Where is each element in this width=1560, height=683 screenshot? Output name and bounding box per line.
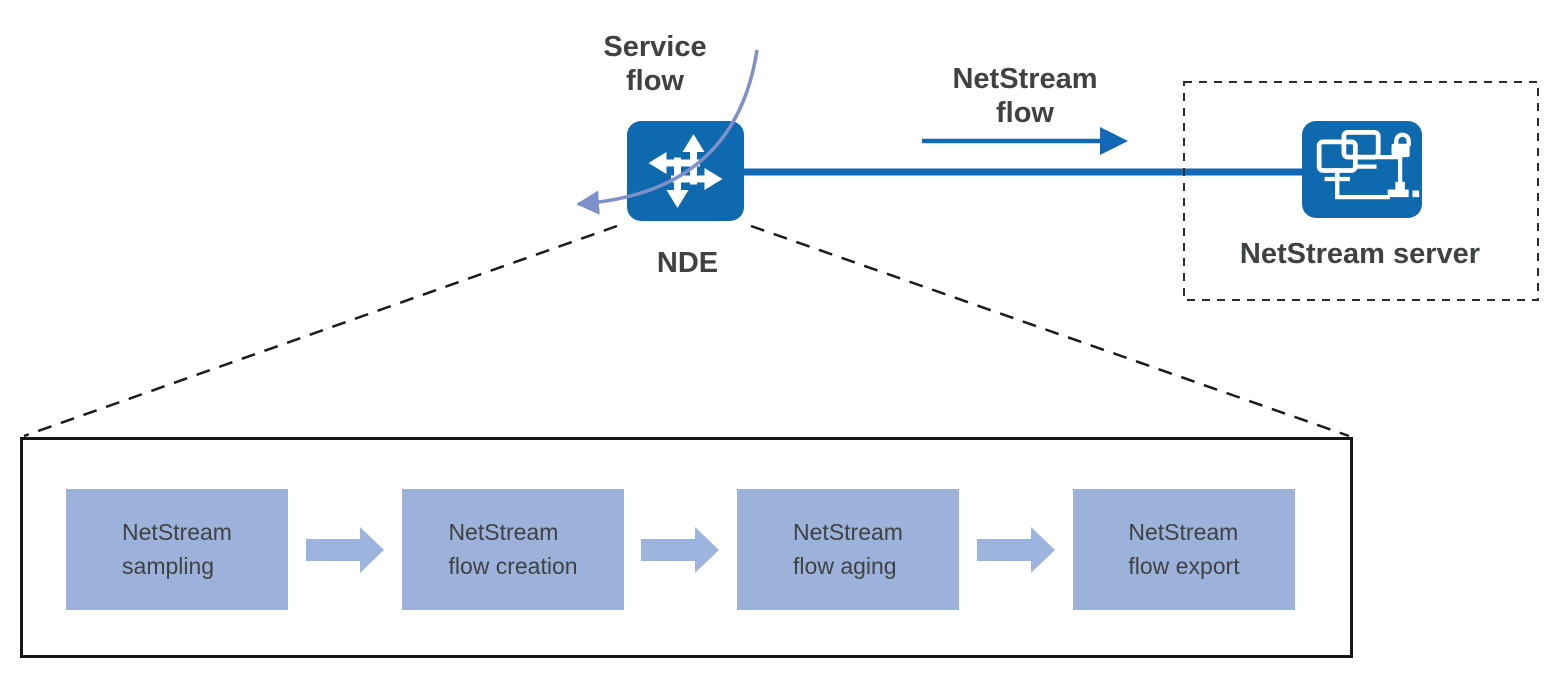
- step-label-line1: NetStream: [448, 519, 559, 546]
- switch-icon-glyph: [648, 134, 723, 208]
- expansion-dashed-line-left: [23, 224, 618, 438]
- netstream-server-icon: [1302, 121, 1422, 218]
- step-arrow-icon: [306, 527, 384, 573]
- netstream-flow-label-line1: NetStream: [952, 63, 1098, 95]
- step-label-line2: flow aging: [793, 552, 897, 579]
- service-flow-label-line1: Service: [603, 31, 707, 63]
- step-label-line1: NetStream: [1128, 519, 1239, 546]
- netstream-flow-label-line2: flow: [996, 97, 1054, 130]
- step-label-line1: NetStream: [793, 519, 903, 546]
- step-arrow-icon: [641, 527, 719, 573]
- step-label-line2: sampling: [122, 552, 215, 579]
- service-flow-label: Service flow: [575, 30, 735, 98]
- service-flow-label-line2: flow: [626, 65, 684, 98]
- switch-icon: [627, 121, 744, 221]
- pipeline-step-flow-export: NetStream flow export: [1073, 489, 1295, 610]
- step-arrow-icon: [977, 527, 1055, 573]
- netstream-server-icon-glyph: [1316, 129, 1420, 200]
- pipeline-step-sampling: NetStream sampling: [66, 489, 288, 610]
- netstream-flow-arrowhead-icon: [1100, 127, 1128, 155]
- pipeline-step-flow-aging: NetStream flow aging: [737, 489, 959, 610]
- netstream-server-label: NetStream server: [1239, 238, 1481, 270]
- nde-label: NDE: [656, 247, 719, 279]
- step-label-line1: NetStream: [122, 519, 232, 546]
- netstream-flow-label: NetStream flow: [925, 62, 1125, 130]
- pipeline-step-flow-creation: NetStream flow creation: [402, 489, 624, 610]
- step-label-line2: flow creation: [448, 552, 578, 579]
- step-label-line2: flow export: [1128, 552, 1240, 579]
